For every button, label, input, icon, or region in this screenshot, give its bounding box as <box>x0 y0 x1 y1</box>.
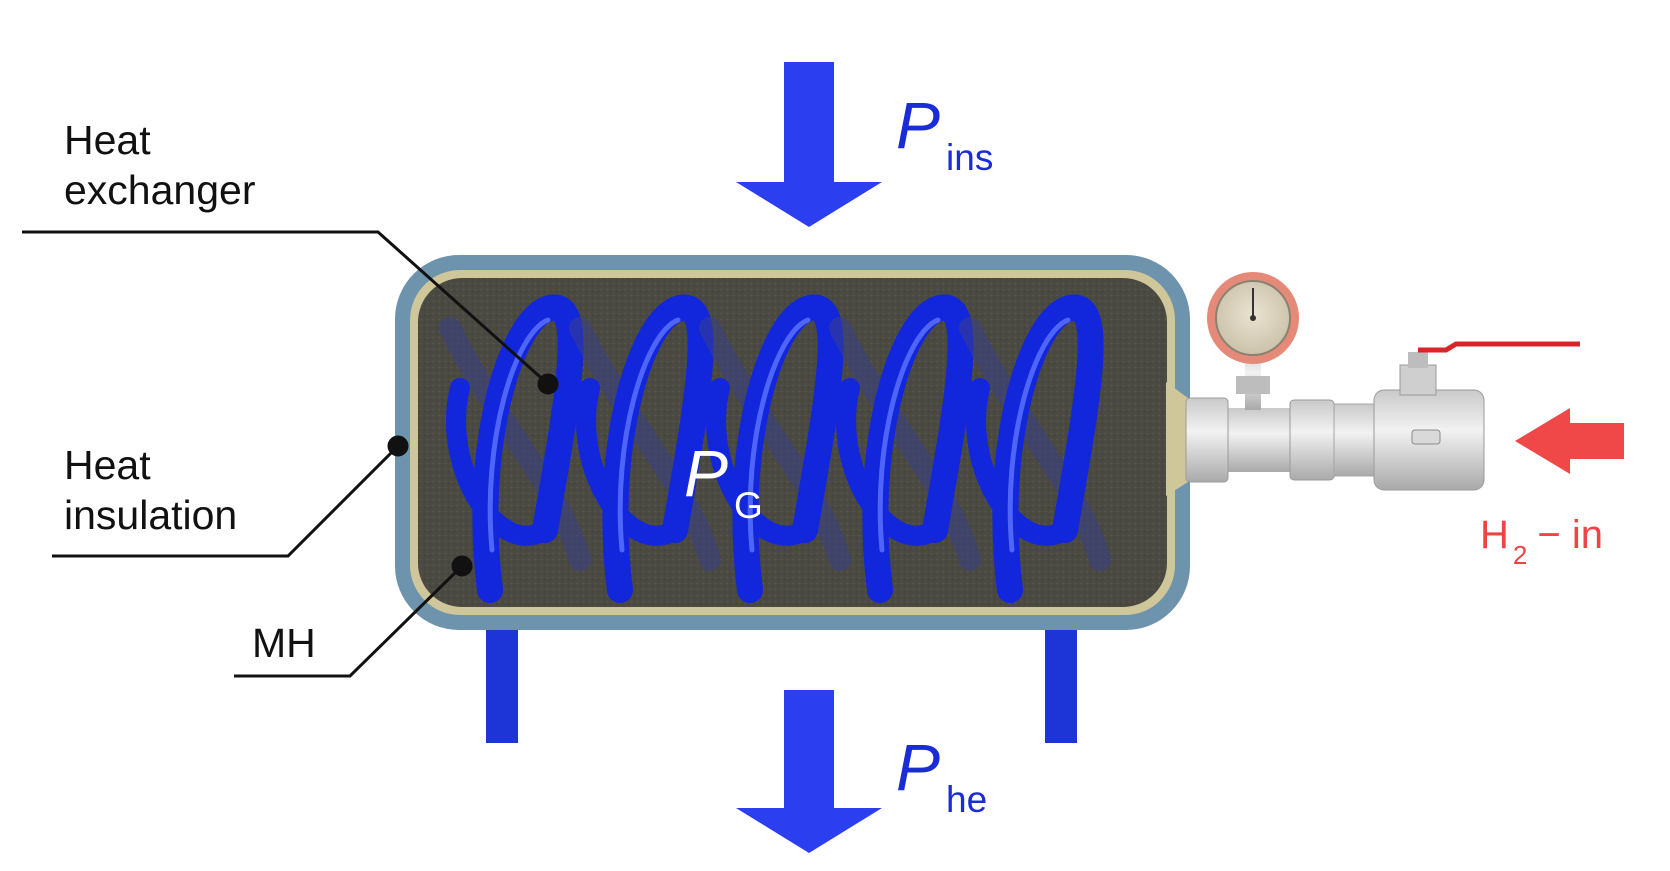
coil-highlight <box>877 317 941 553</box>
reactor-legs <box>486 628 1077 743</box>
gauge-collar <box>1236 376 1270 394</box>
p-ins-symbol: P <box>896 88 941 162</box>
outlet-neck <box>1166 382 1188 496</box>
coil-back-segment <box>699 317 851 571</box>
coil-back-segment <box>569 317 721 571</box>
coil-front-segment <box>732 294 844 603</box>
heat-insulation-label-line1: Heat <box>64 442 151 488</box>
heat-insulation-label-line2: insulation <box>64 492 238 538</box>
insulation-heat-flow-arrow <box>736 62 882 227</box>
coil-back-segment <box>959 317 1111 571</box>
pipe-coupling-3 <box>1333 403 1375 477</box>
p-g-symbol: P <box>684 436 729 510</box>
h2-suffix: − in <box>1537 513 1603 557</box>
heat-exchanger-marker <box>537 373 559 395</box>
coil-highlight <box>617 317 681 553</box>
heat-insulation-leader <box>52 444 400 558</box>
p-g-subscript: G <box>734 485 763 526</box>
coil-front-segment <box>472 294 584 603</box>
mh-marker <box>451 555 473 577</box>
p-ins-subscript: ins <box>946 137 994 178</box>
gas-inlet-assembly <box>1185 272 1580 491</box>
h2-symbol: H <box>1480 513 1509 557</box>
left-leg <box>486 628 518 743</box>
coil-hook-segment <box>706 378 815 546</box>
coil-front-segment <box>992 294 1104 603</box>
coil-hook-segment <box>446 378 555 546</box>
h2-subscript: 2 <box>1512 540 1528 570</box>
exchanger-heat-flow-arrow <box>736 690 882 853</box>
heat-exchanger-leader <box>22 230 549 386</box>
heat-exchanger-coil <box>439 294 1111 603</box>
coil-hook-segment <box>836 378 945 546</box>
pressure-gauge-icon <box>1207 272 1299 364</box>
ball-valve-icon <box>1373 341 1580 491</box>
coil-highlight <box>1007 317 1071 553</box>
coil-highlight <box>487 317 551 553</box>
coil-hook-segment <box>966 378 1075 546</box>
mh-label-text: MH <box>252 620 316 666</box>
hydrogen-inlet-arrow <box>1515 408 1624 474</box>
pipe-coupling-2 <box>1289 399 1335 481</box>
heat-insulation-label: Heat insulation <box>64 440 237 540</box>
right-leg <box>1045 628 1077 743</box>
p-he-subscript: he <box>946 779 988 820</box>
heat-exchanger-label-line2: exchanger <box>64 167 256 213</box>
heat-exchanger-label: Heat exchanger <box>64 115 255 215</box>
coil-hook-segment <box>576 378 685 546</box>
coil-front-segment <box>862 294 974 603</box>
heat-insulation-marker <box>387 435 409 457</box>
coil-back-segment <box>829 317 981 571</box>
coil-highlight <box>747 317 811 553</box>
heat-exchanger-label-line1: Heat <box>64 117 151 163</box>
mh-label: MH <box>252 618 316 668</box>
leader-lines <box>22 230 559 678</box>
coil-front-segment <box>602 294 714 603</box>
coil-back-segment <box>439 317 591 571</box>
p-he-symbol: P <box>896 730 941 804</box>
mh-leader <box>234 564 464 678</box>
pipe-coupling-1 <box>1185 397 1229 483</box>
flow-arrows <box>736 62 1624 853</box>
